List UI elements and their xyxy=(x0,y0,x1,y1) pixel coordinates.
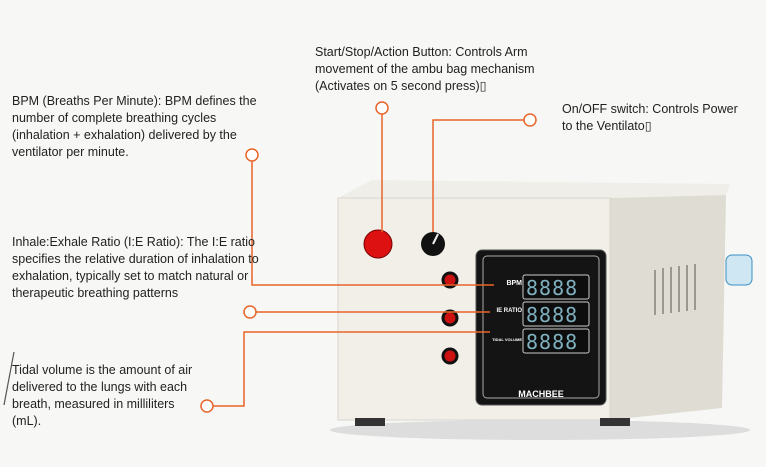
callout-lines xyxy=(213,114,524,407)
device-top xyxy=(338,180,730,198)
brand-logo: MACHBEE xyxy=(518,389,564,399)
callout-circles xyxy=(200,101,537,413)
tidal-readout: 8888 xyxy=(526,330,579,354)
ie-button xyxy=(441,309,459,327)
display-panel xyxy=(475,249,607,406)
bpm-label: BPM xyxy=(506,280,522,287)
onoff-annotation: On/OFF switch: Controls Power to the Ven… xyxy=(562,102,738,133)
ie-readout: 8888 xyxy=(526,303,579,327)
filter-connector xyxy=(725,254,753,286)
tidal-button xyxy=(441,347,459,365)
bpm-readout: 8888 xyxy=(526,276,579,300)
tidal-volume-label: TIDAL VOLUME xyxy=(492,337,522,342)
tidal-annotation: Tidal volume is the amount of air delive… xyxy=(12,363,193,428)
start-button-annotation: Start/Stop/Action Button: Controls Arm m… xyxy=(315,45,535,93)
device-side xyxy=(610,195,726,420)
vent-slots xyxy=(654,264,696,315)
ie-ratio-label: IE RATIO xyxy=(496,308,522,314)
ie-annotation: Inhale:Exhale Ratio (I:E Ratio): The I:E… xyxy=(12,235,259,300)
bpm-annotation: BPM (Breaths Per Minute): BPM defines th… xyxy=(12,94,257,159)
start-stop-button xyxy=(363,229,393,259)
bpm-button xyxy=(441,271,459,289)
